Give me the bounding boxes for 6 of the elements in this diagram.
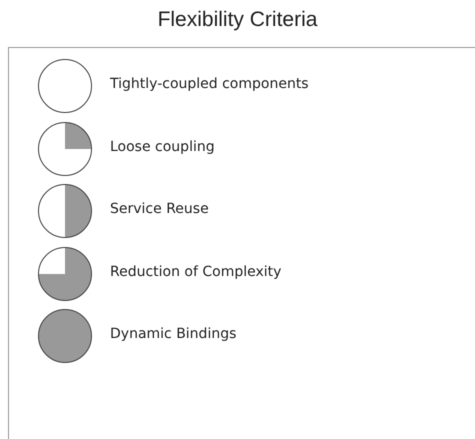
chart-title: Flexibility Criteria <box>158 8 318 32</box>
legend-label: Loose coupling <box>110 138 215 156</box>
legend-label: Service Reuse <box>110 200 209 218</box>
legend-label: Reduction of Complexity <box>110 262 282 280</box>
legend-label: Dynamic Bindings <box>110 325 236 343</box>
legend-label: Tightly-coupled components <box>110 75 309 93</box>
